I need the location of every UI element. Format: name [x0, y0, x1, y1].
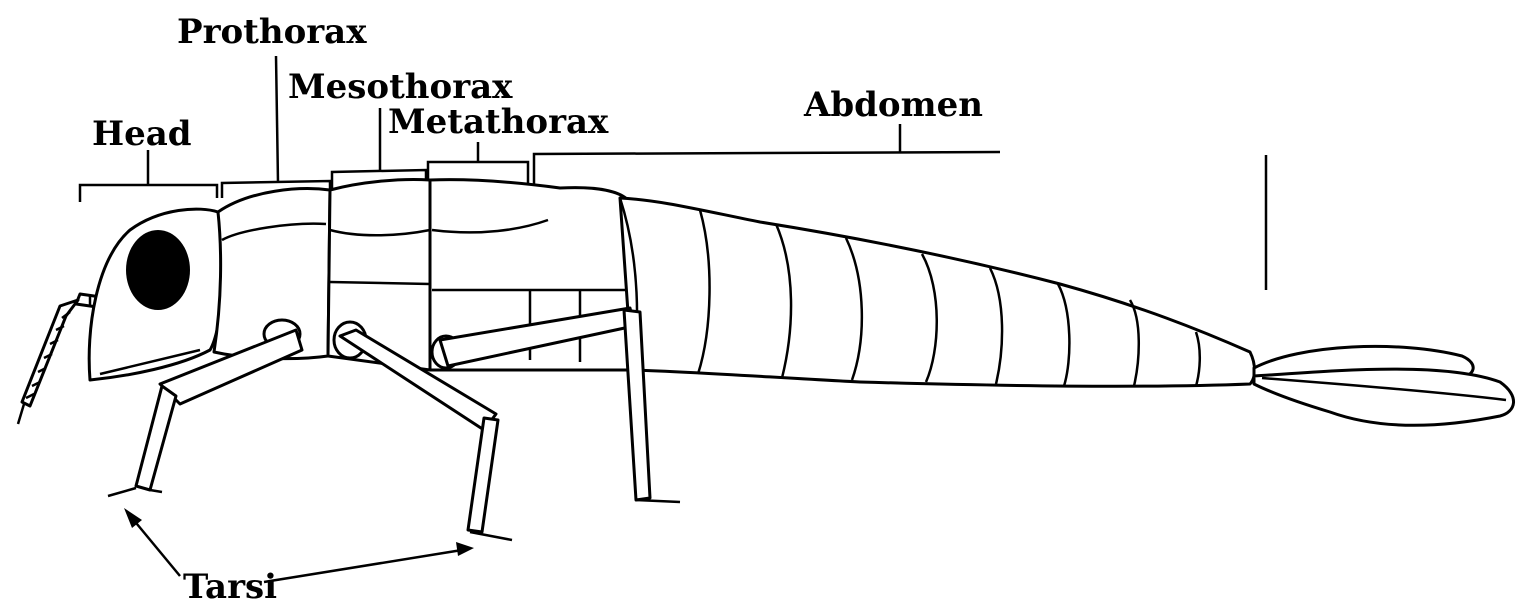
- compound-eye: [126, 230, 190, 310]
- abdomen-segments: [620, 198, 1255, 386]
- caudal-gills: [1254, 346, 1514, 425]
- label-prothorax: Prothorax: [177, 12, 367, 52]
- label-abdomen: Abdomen: [803, 85, 983, 125]
- arrowhead-right-icon: [456, 542, 474, 556]
- label-tarsi: Tarsi: [183, 567, 277, 606]
- label-head: Head: [92, 114, 192, 154]
- bracket-head: [80, 150, 217, 202]
- label-mesothorax: Mesothorax: [288, 67, 513, 107]
- tarsi-arrows: [124, 508, 474, 582]
- label-metathorax: Metathorax: [388, 102, 609, 142]
- head: [89, 209, 223, 380]
